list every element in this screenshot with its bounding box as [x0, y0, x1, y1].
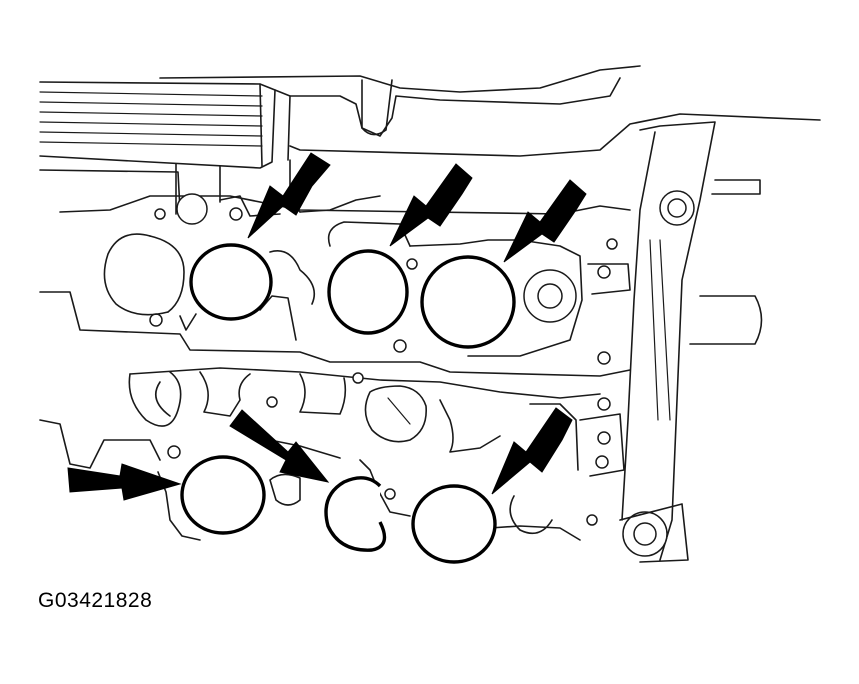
arrow-6-icon: [491, 407, 573, 495]
arrow-5-icon: [229, 409, 330, 483]
seal-ring-5: [324, 476, 387, 552]
upper-bracket: [159, 65, 821, 213]
upper-valve-plate: [39, 163, 631, 377]
seal-ring-1: [189, 243, 273, 321]
figure-code-label: G03421828: [38, 589, 153, 612]
right-arm: [619, 121, 763, 563]
seal-ring-4: [180, 455, 266, 535]
seal-ring-6: [411, 484, 497, 564]
seal-ring-3: [420, 255, 516, 349]
left-plunger-bore: [103, 233, 185, 316]
upper-ribbed-housing: [39, 81, 291, 211]
seal-ring-2: [327, 249, 409, 335]
arrow-3-icon: [503, 179, 587, 263]
arrow-1-icon: [247, 152, 331, 239]
arrow-4-icon: [67, 463, 182, 501]
arrow-2-icon: [389, 163, 473, 247]
